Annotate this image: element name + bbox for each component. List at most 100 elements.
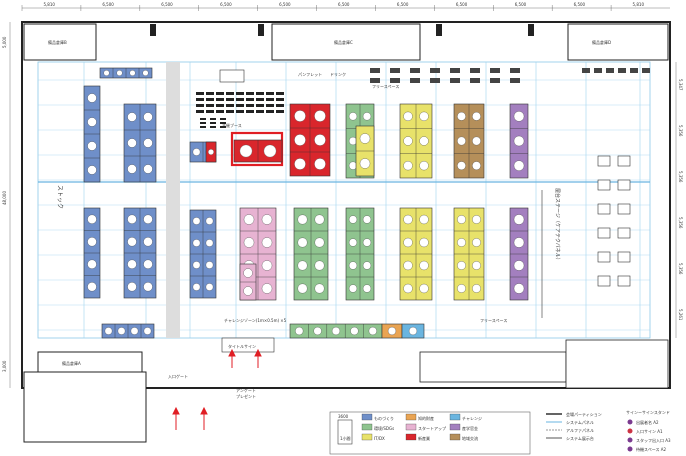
booth-number-dot xyxy=(127,259,137,269)
legend-sign-label: 入口サイン A1 xyxy=(636,429,663,434)
seat-row xyxy=(210,122,216,124)
free-space-table xyxy=(370,68,380,73)
booth-block xyxy=(399,207,433,301)
seat-row xyxy=(256,104,264,107)
booth-number-dot xyxy=(297,237,308,248)
legend-box xyxy=(329,411,531,455)
booth-number-dot xyxy=(457,261,466,270)
seating-area xyxy=(196,92,284,128)
booth-block xyxy=(205,141,217,163)
legend-swatch xyxy=(449,423,461,431)
free-space-table xyxy=(490,68,500,73)
booth-number-dot xyxy=(457,136,466,146)
booth-number-dot xyxy=(297,214,308,225)
storage-b-label: 備品倉庫B xyxy=(48,39,67,45)
host-booth-label: 主催ブース xyxy=(222,122,242,128)
signs-title: サインーサインスタンド xyxy=(626,409,670,415)
booth-number-dot xyxy=(314,214,325,225)
top-dimension-label: 6,500 xyxy=(338,2,350,7)
legend-category-label: 環境/SDGs xyxy=(374,425,394,431)
booth-number-dot xyxy=(348,261,358,270)
legend-categories: ものづくり環境/SDGsIT/DX知的財産スタートアップ新産業チャレンジ産学官金… xyxy=(361,413,482,441)
entrance-arrows xyxy=(172,348,262,430)
legend-sign-label: 出展者名 A2 xyxy=(636,419,659,425)
booth-number-dot xyxy=(419,214,429,225)
seat-row xyxy=(226,110,234,113)
booth-number-dot xyxy=(513,237,525,248)
legend-category-label: IT/DX xyxy=(374,436,385,441)
booth-number-dot xyxy=(403,283,413,294)
stage-table xyxy=(617,251,631,263)
booth-number-dot xyxy=(472,215,481,224)
seat-row xyxy=(236,110,244,113)
booth-number-dot xyxy=(513,135,525,147)
seat-row xyxy=(210,126,216,128)
free-space-table xyxy=(430,68,440,73)
legend-scale-dim: 3600 xyxy=(338,414,349,419)
booth-block xyxy=(345,207,375,301)
booth-number-dot xyxy=(472,136,481,146)
booth-number-dot xyxy=(104,327,113,335)
seat-row xyxy=(196,110,204,113)
booth-number-dot xyxy=(143,112,153,122)
booth-block xyxy=(509,207,529,301)
booth-number-dot xyxy=(117,327,126,335)
booth-number-dot xyxy=(472,161,481,171)
booth-number-dot xyxy=(314,158,326,170)
free-space-table xyxy=(450,78,460,83)
booth-number-dot xyxy=(359,133,371,144)
top-dimension-label: 6,500 xyxy=(102,2,114,7)
booth-number-dot xyxy=(314,283,325,294)
booth-number-dot xyxy=(130,327,139,335)
booth-number-dot xyxy=(403,161,413,171)
legend-scale-note: 1小間 xyxy=(340,435,351,441)
booth-number-dot xyxy=(87,93,97,103)
legend-category-label: 産学官金 xyxy=(462,425,478,431)
top-right-structure xyxy=(567,23,669,61)
booth-number-dot xyxy=(261,214,273,225)
legend-sign-marker xyxy=(627,446,633,452)
booth-number-dot xyxy=(314,237,325,248)
booth-number-dot xyxy=(403,214,413,225)
top-dimension-label: 6,500 xyxy=(397,2,409,7)
booth-block xyxy=(401,323,425,339)
seat-row xyxy=(226,92,234,95)
booth-number-dot xyxy=(143,164,153,174)
booth-number-dot xyxy=(419,111,429,121)
booth-number-dot xyxy=(192,239,201,247)
left-dimension-total: 48,000 xyxy=(2,191,7,205)
seat-row xyxy=(276,104,284,107)
top-dimension-label: 6,500 xyxy=(574,2,586,7)
free-space-tables xyxy=(370,68,650,287)
stage-table xyxy=(642,68,650,73)
top-dimension-label: 6,500 xyxy=(456,2,468,7)
booth-number-dot xyxy=(362,215,372,224)
legend-sign-label: スタッフ出入口 A3 xyxy=(636,437,671,443)
booth-number-dot xyxy=(205,217,214,225)
seat-row xyxy=(266,98,274,101)
seat-row xyxy=(206,110,214,113)
booth-number-dot xyxy=(472,111,481,121)
top-dimension-label: 6,500 xyxy=(279,2,291,7)
stage-table xyxy=(597,179,611,191)
free-space-table xyxy=(470,68,480,73)
legend-sign-marker xyxy=(627,419,633,425)
drink-label: ドリンク xyxy=(330,71,346,77)
booths xyxy=(83,67,529,339)
free-space-table xyxy=(490,78,500,83)
top-dimension-label: 6,500 xyxy=(220,2,232,7)
booth-number-dot xyxy=(129,70,136,76)
free-space-table xyxy=(510,68,520,73)
booth-number-dot xyxy=(239,144,253,158)
booth-number-dot xyxy=(313,326,322,336)
booth-number-dot xyxy=(205,239,214,247)
booth-number-dot xyxy=(457,161,466,171)
stage-table xyxy=(582,68,590,73)
booth-block xyxy=(239,263,257,301)
pamphlet-label: パンフレット xyxy=(298,72,322,77)
main-stage-label: 屋台ステージ（ケアテクパネル） xyxy=(554,188,561,263)
booth-number-dot xyxy=(403,260,413,271)
left-dimension-bottom: 3,000 xyxy=(2,360,7,372)
top-dimension-label: 5,810 xyxy=(43,2,55,7)
